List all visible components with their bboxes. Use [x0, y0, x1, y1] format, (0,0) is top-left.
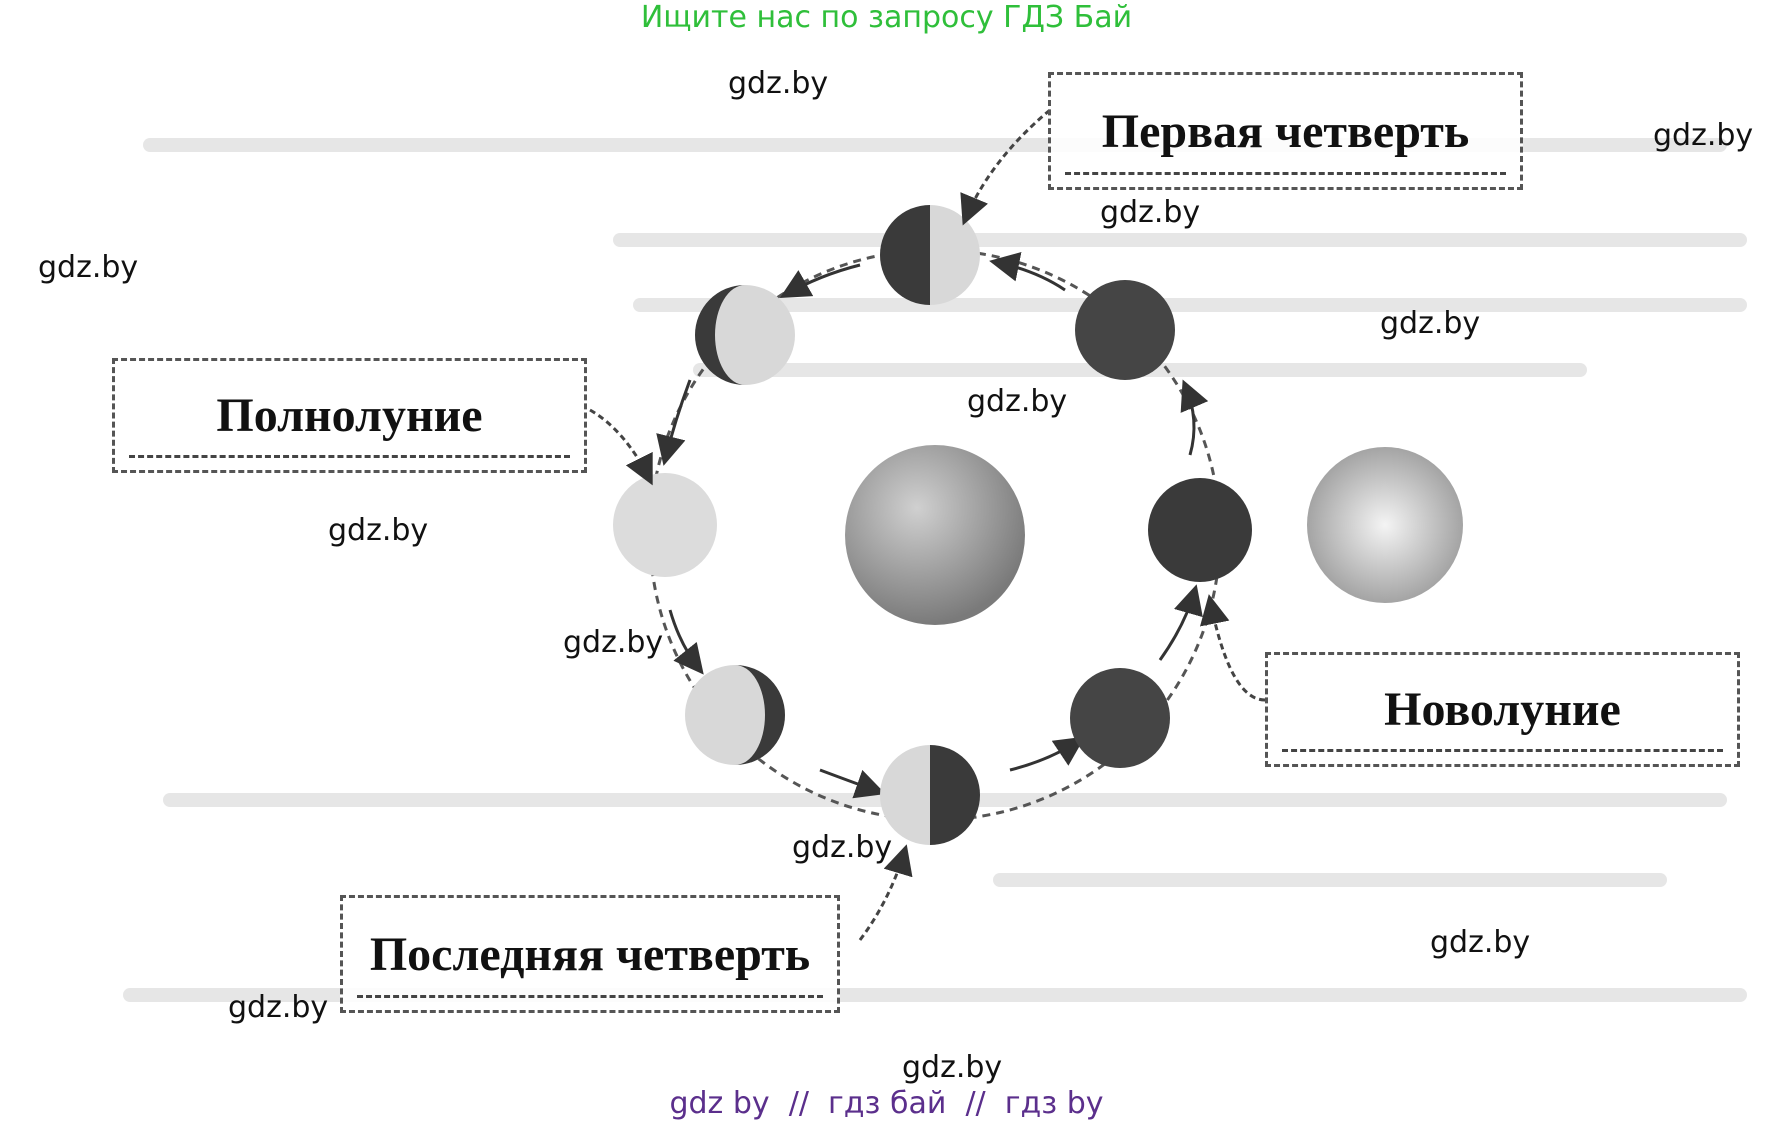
label-pointers: [589, 108, 1266, 941]
moon-last-quarter: [880, 745, 980, 845]
watermark: gdz.by: [228, 990, 329, 1025]
watermark: gdz.by: [38, 250, 139, 285]
label-last-quarter: Последняя четверть: [340, 895, 840, 1013]
watermark: gdz.by: [967, 384, 1068, 419]
moon-waxing-gibbous: [695, 285, 795, 385]
earth: [845, 445, 1025, 625]
orbit-arrows: [656, 252, 1209, 799]
label-underline: [1065, 172, 1506, 175]
label-new-moon-text: Новолуние: [1384, 683, 1621, 736]
watermark: gdz.by: [563, 625, 664, 660]
label-first-quarter: Первая четверть: [1048, 72, 1523, 190]
label-full-moon-text: Полнолуние: [216, 389, 483, 442]
footer-links: gdz by // гдз бай // гдз by: [669, 1086, 1104, 1121]
watermark: gdz.by: [1100, 195, 1201, 230]
watermark: gdz.by: [1653, 118, 1754, 153]
watermark: gdz.by: [1380, 306, 1481, 341]
search-banner: Ищите нас по запросу ГДЗ Бай: [640, 0, 1133, 35]
label-first-quarter-text: Первая четверть: [1101, 104, 1470, 158]
moon-first-quarter: [880, 205, 980, 305]
label-new-moon: Новолуние: [1265, 652, 1740, 767]
label-underline: [1282, 749, 1723, 752]
label-underline: [357, 995, 823, 998]
label-full-moon: Полнолуние: [112, 358, 587, 473]
label-last-quarter-text: Последняя четверть: [369, 927, 811, 981]
watermark: gdz.by: [792, 830, 893, 865]
moon-waning-crescent: [1070, 668, 1170, 768]
watermark: gdz.by: [328, 513, 429, 548]
sun: [1307, 447, 1463, 603]
moon-new: [1148, 478, 1252, 582]
watermark: gdz.by: [728, 66, 829, 101]
watermark: gdz.by: [1430, 925, 1531, 960]
moon-waning-gibbous: [685, 665, 785, 765]
moon-waxing-crescent: [1075, 280, 1175, 380]
watermark: gdz.by: [902, 1050, 1003, 1085]
moon-full: [613, 473, 717, 577]
label-underline: [129, 455, 570, 458]
